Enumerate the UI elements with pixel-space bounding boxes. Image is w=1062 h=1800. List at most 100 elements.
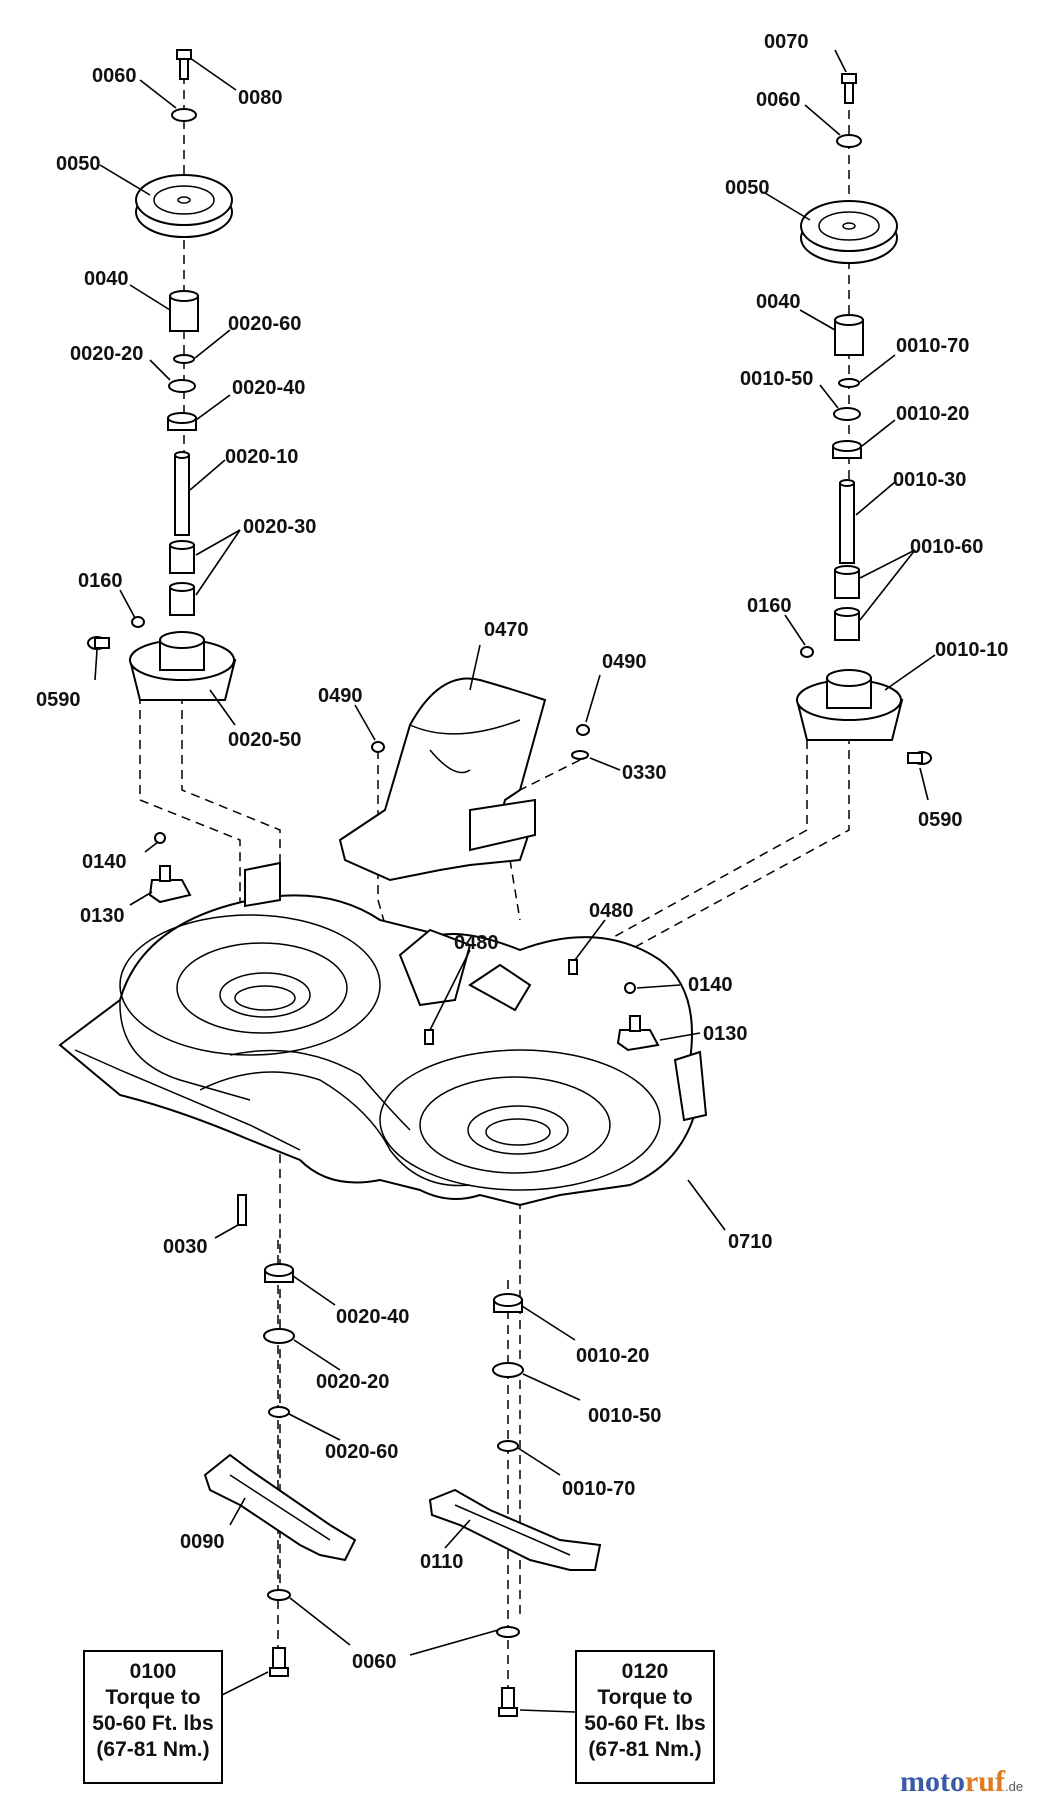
torque-box-0100-part: 0100 [130,1660,177,1683]
torque-box-0120-line3: 50-60 Ft. lbs [584,1712,705,1735]
bolt-0120 [498,1687,518,1717]
label-0010-30: 0010-30 [893,469,966,491]
torque-box-0120-line2: Torque to [597,1686,692,1709]
label-0080: 0080 [238,87,283,109]
shaft-0010-30 [839,479,855,564]
label-0590: 0590 [918,809,963,831]
label-0160: 0160 [747,595,792,617]
label-0330: 0330 [622,762,667,784]
bolt-0070 [841,73,857,104]
spindle-housing-0020-50 [128,631,237,701]
label-0010-70: 0010-70 [562,1478,635,1500]
blade-0090 [203,1453,357,1562]
pulley-0050-left [135,174,233,238]
nut-0160-right [800,646,814,658]
label-0160: 0160 [78,570,123,592]
label-0010-50: 0010-50 [740,368,813,390]
seal-0010-50-bottom [492,1362,524,1378]
label-0470: 0470 [484,619,529,641]
label-0010-60: 0010-60 [910,536,983,558]
label-0110: 0110 [420,1551,463,1573]
bolt-0100 [269,1647,289,1677]
snap-ring-0010-70-top [838,378,860,388]
grease-fitting-0590-right [907,751,932,765]
label-0060: 0060 [352,1651,397,1673]
label-0010-10: 0010-10 [935,639,1008,661]
label-0020-20: 0020-20 [316,1371,389,1393]
label-0710: 0710 [728,1231,773,1253]
snap-ring-0020-60-bottom [268,1406,290,1418]
leader-lines [94,49,936,1713]
label-0130: 0130 [703,1023,748,1045]
spindle-housing-0010-10 [795,669,904,741]
label-0040: 0040 [756,291,801,313]
label-0070: 0070 [764,31,809,53]
torque-box-0120-part: 0120 [622,1660,669,1683]
shaft-0020-10 [174,451,190,536]
grease-fitting-0590-left [87,636,110,650]
washer-0060-bottom-left [267,1589,291,1601]
label-0490: 0490 [602,651,647,673]
label-0020-40: 0020-40 [336,1306,409,1328]
watermark-part3: .de [1005,1779,1023,1794]
pulley-0050-right [800,200,898,264]
torque-box-0100-line4: (67-81 Nm.) [96,1738,209,1761]
svg-text:motoruf.de: motoruf.de [900,1765,1023,1798]
label-0050: 0050 [725,177,770,199]
snap-ring-0020-60-top [173,354,195,364]
label-0490: 0490 [318,685,363,707]
label-0140: 0140 [688,974,733,996]
label-0480: 0480 [454,932,499,954]
bearing-0010-20-bottom [493,1293,523,1313]
watermark-part2: ruf [965,1765,1006,1798]
torque-box-0100-line3: 50-60 Ft. lbs [92,1712,213,1735]
label-0060: 0060 [756,89,801,111]
label-0060: 0060 [92,65,137,87]
lower-right-stack [428,1293,602,1717]
torque-box-0100-line2: Torque to [105,1686,200,1709]
label-0020-50: 0020-50 [228,729,301,751]
spacers-0010-60 [834,565,860,641]
watermark-logo: motoruf.de [900,1765,1023,1798]
label-0130: 0130 [80,905,125,927]
torque-box-0120: 0120 Torque to 50-60 Ft. lbs (67-81 Nm.) [575,1650,715,1784]
washer-0060-top-left [171,108,197,122]
blade-0110 [428,1488,602,1571]
seal-0010-50-top [833,407,861,421]
label-0020-10: 0020-10 [225,446,298,468]
spacer-0040-right [834,314,864,356]
label-0040: 0040 [84,268,129,290]
label-0010-20: 0010-20 [896,403,969,425]
washer-0060-top-right [836,134,862,148]
label-0020-60: 0020-60 [228,313,301,335]
bearing-0020-40-top [167,412,197,431]
seal-0020-20-bottom [263,1328,295,1344]
right-spindle-stack [795,73,932,765]
seal-0020-20-top [168,379,196,393]
torque-box-0100: 0100 Torque to 50-60 Ft. lbs (67-81 Nm.) [83,1650,223,1784]
washer-0060-bottom-right [496,1626,520,1638]
part-labels: 0060 0080 0050 0040 0020-60 0020-20 0020… [36,31,1008,1673]
watermark-part1: moto [900,1765,965,1798]
torque-box-0120-line4: (67-81 Nm.) [588,1738,701,1761]
label-0050: 0050 [56,153,101,175]
label-0090: 0090 [180,1531,225,1553]
spacer-0040-left [169,290,199,332]
nut-0160-left [131,616,145,628]
label-0480: 0480 [589,900,634,922]
snap-ring-0010-70-bottom [497,1440,519,1452]
label-0020-40: 0020-40 [232,377,305,399]
label-0010-20: 0010-20 [576,1345,649,1367]
bearing-0010-20-top [832,440,862,459]
left-spindle-stack [87,49,237,701]
spacers-0020-30 [169,540,195,616]
label-0010-70: 0010-70 [896,335,969,357]
bearing-0020-40-bottom [264,1263,294,1283]
discharge-chute-0470 [338,677,547,882]
lower-left-stack [203,1263,357,1677]
label-0140: 0140 [82,851,127,873]
label-0020-30: 0020-30 [243,516,316,538]
label-0010-50: 0010-50 [588,1405,661,1427]
label-0020-60: 0020-60 [325,1441,398,1463]
